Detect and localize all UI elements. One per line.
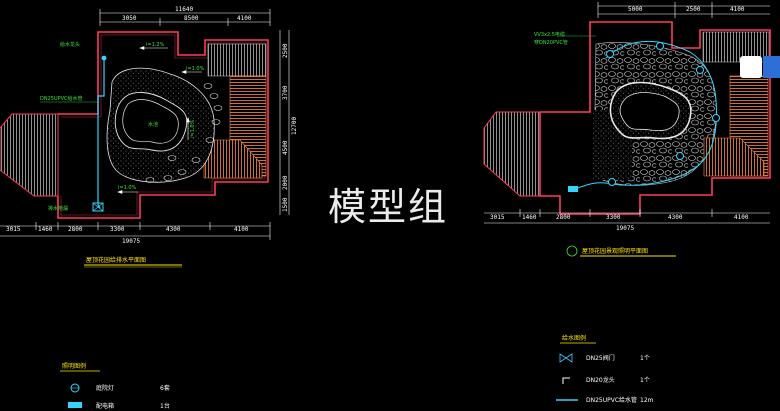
dim-bottom-5: 4300 — [166, 226, 181, 233]
left-top-dimensions: 11640 3050 8500 4100 — [99, 6, 271, 26]
left-wood-deck-lower — [203, 139, 263, 179]
r-dim-bottom-4: 3300 — [606, 214, 621, 221]
legend-right-item-2-text: DN20龙头 — [586, 376, 615, 384]
lamp-icon — [676, 152, 684, 160]
dim-right-5: 2000 — [282, 175, 289, 190]
lamp-icon — [606, 50, 614, 58]
legend-right-item-1-qty: 1个 — [640, 355, 650, 362]
r-dim-bottom-2: 1460 — [522, 214, 537, 221]
left-pond — [114, 92, 188, 152]
right-title-marker-icon — [566, 245, 578, 257]
r-dim-bottom-6: 4100 — [734, 214, 749, 221]
left-legend-title: 照明图例 — [62, 362, 86, 370]
legend-right-item-1-text: DN25阀门 — [586, 354, 615, 362]
left-pipe-label: DN25UPVC给水管 — [40, 95, 83, 102]
legend-left-item-2-text: 配电箱 — [96, 402, 114, 410]
right-cable-label-1: VV3x2.5电缆 — [534, 31, 565, 38]
legend-box-icon — [68, 402, 82, 408]
dim-right-1: 2500 — [282, 43, 289, 58]
left-slope-label-1: i=1.2% — [146, 42, 165, 48]
right-legend-title: 给水图例 — [562, 334, 586, 342]
left-slope-label-2: i=1.0% — [186, 66, 205, 72]
legend-left-item-2-qty: 1台 — [160, 402, 170, 410]
r-dim-top-3: 4100 — [730, 6, 745, 13]
dim-right-2: 3700 — [282, 85, 289, 100]
left-plan-title: 屋顶花园给排水平面图 — [86, 256, 146, 264]
dim-right-6: 1500 — [282, 197, 289, 212]
dim-bottom-3: 2800 — [68, 226, 83, 233]
r-dim-bottom-3: 2800 — [556, 214, 571, 221]
legend-valve-icon — [559, 353, 567, 363]
right-lamps — [606, 42, 720, 186]
r-dim-top-1: 5000 — [628, 6, 643, 13]
left-roof-hatch-top — [207, 43, 267, 77]
right-plan: 5000 2500 4100 VV3x2.5电缆 穿DN20PVC管 — [483, 2, 771, 257]
right-distribution-box-icon — [568, 186, 578, 192]
right-legend: 给水图例 DN25阀门 1个 DN20龙头 1个 DN25UPVC给水管 12m — [556, 334, 654, 404]
left-slope-label-4: i=1.0% — [118, 185, 137, 191]
right-bottom-dimensions: 3015 1460 2800 3300 4300 4100 19075 — [484, 209, 770, 232]
left-slope-label-3: i=1.0% — [190, 119, 196, 138]
lamp-icon — [712, 114, 720, 122]
right-wing-roof — [483, 111, 541, 197]
legend-left-item-1-text: 庭院灯 — [96, 384, 114, 392]
left-drain-label: 排水地漏 — [48, 205, 68, 212]
right-plan-title: 屋顶花园景观照明平面图 — [582, 247, 648, 255]
share-badge-tab[interactable] — [763, 56, 780, 78]
left-slope-arrows — [117, 46, 202, 194]
dim-bottom-2: 1460 — [38, 226, 53, 233]
dim-bottom-4: 3300 — [110, 226, 125, 233]
left-valve-icon — [92, 202, 104, 212]
lamp-icon — [656, 42, 664, 50]
dim-top-1: 3050 — [122, 15, 137, 22]
left-right-dimensions: 2500 3700 12700 4500 2000 1500 — [279, 30, 298, 215]
dim-bottom-1: 3015 — [6, 226, 21, 233]
share-badge-icon[interactable] — [740, 56, 762, 78]
legend-right-item-2-qty: 1个 — [640, 377, 650, 384]
left-bottom-dimensions: 3015 1460 2800 3300 4300 4100 19075 — [0, 222, 271, 245]
r-dim-top-2: 2500 — [686, 6, 701, 13]
dim-top-3: 4100 — [237, 15, 252, 22]
right-wood-deck-lower — [703, 137, 765, 177]
legend-right-item-3-text: DN25UPVC给水管 — [586, 396, 637, 404]
left-legend: 照明图例 庭院灯 6套 配电箱 1台 — [60, 362, 170, 410]
left-wing-roof — [0, 113, 59, 197]
left-pond-mark: 水池 — [148, 121, 158, 128]
right-cable-label-2: 穿DN20PVC管 — [534, 39, 568, 46]
right-top-dimensions: 5000 2500 4100 — [597, 2, 770, 18]
right-wall-outline — [539, 21, 771, 215]
left-stepping-stones — [145, 83, 223, 183]
r-dim-bottom-5: 4300 — [668, 214, 683, 221]
dim-bottom-6: 4100 — [234, 226, 249, 233]
left-tap-label: 给水龙头 — [60, 41, 80, 48]
lamp-icon — [696, 66, 704, 74]
legend-left-item-1-qty: 6套 — [160, 384, 170, 392]
dim-top-2: 8500 — [184, 15, 199, 22]
dim-right-3: 12700 — [291, 117, 298, 135]
left-plan: 11640 3050 8500 4100 2500 3700 12700 450… — [0, 6, 298, 268]
r-dim-bottom-total: 19075 — [616, 225, 634, 232]
dim-right-4: 4500 — [282, 140, 289, 155]
r-dim-bottom-1: 3015 — [490, 214, 505, 221]
watermark: 模型组 — [328, 185, 448, 229]
legend-right-item-3-qty: 12m — [640, 397, 654, 404]
dim-top-total: 11640 — [175, 6, 193, 13]
dim-bottom-total: 19075 — [122, 238, 140, 245]
legend-tap-icon — [562, 377, 570, 384]
left-wall-outline — [57, 31, 269, 219]
left-tap-icon — [101, 55, 107, 61]
lamp-icon — [608, 178, 616, 186]
